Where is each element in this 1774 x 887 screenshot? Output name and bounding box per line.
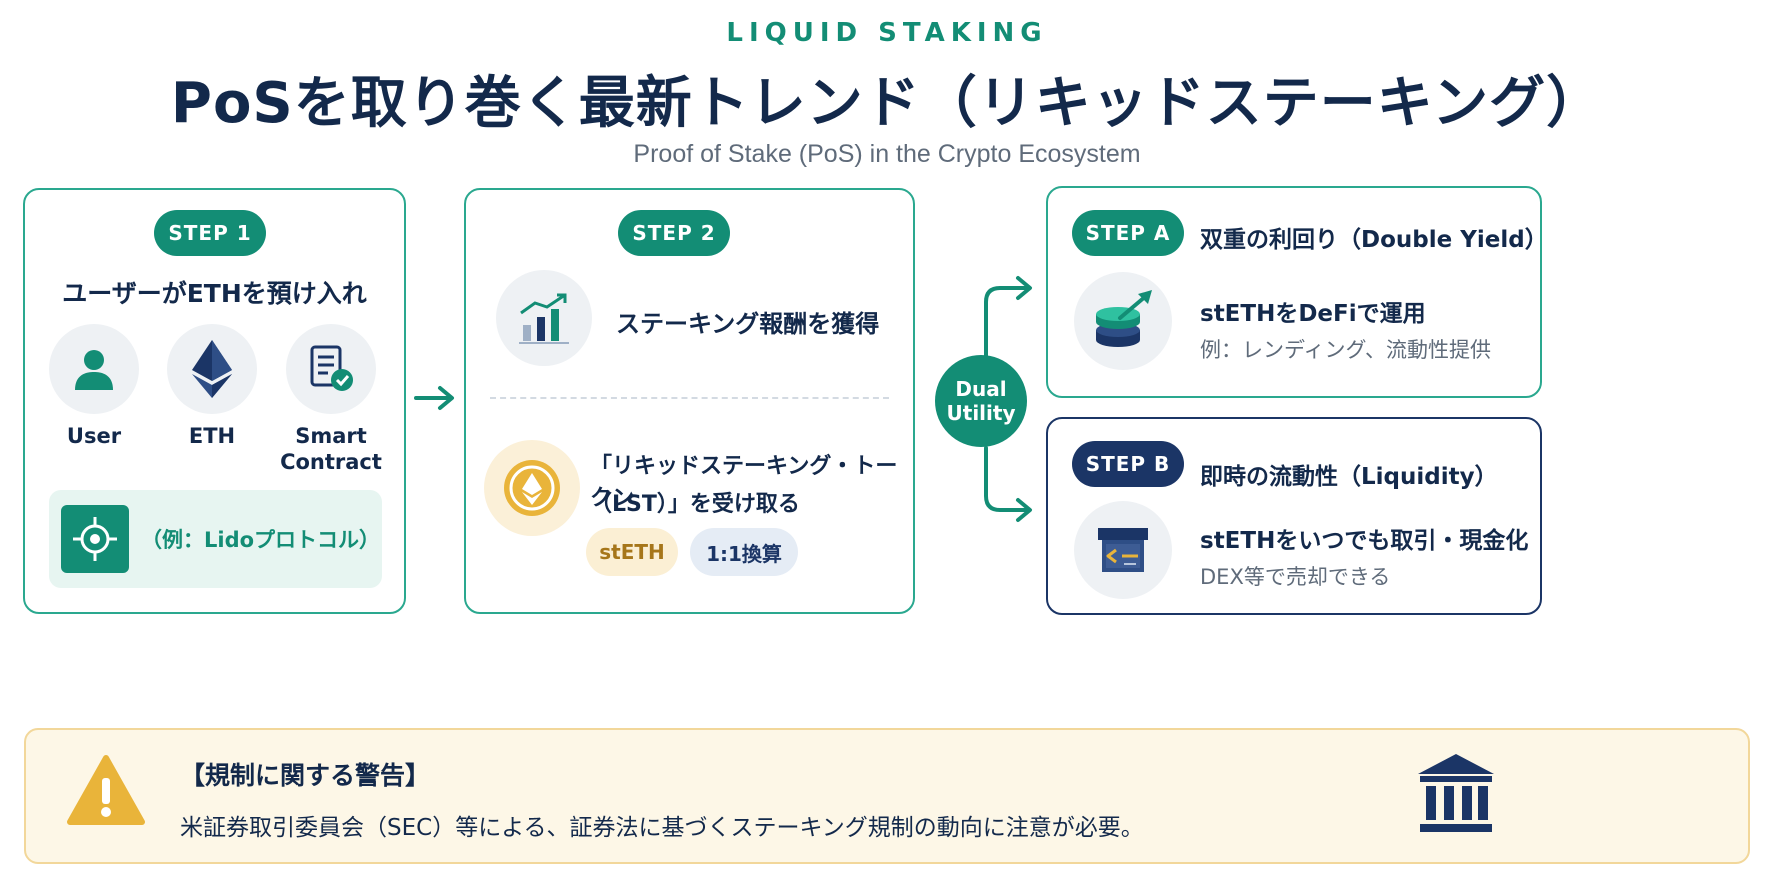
step1-badge: STEP 1 [154,210,266,256]
smart-contract-icon [310,345,353,391]
step1-heading: ユーザーがETHを預け入れ [62,279,367,308]
stepB-badge: STEP B [1072,441,1184,487]
eth-icon-circle [167,324,257,414]
stepB-title: 即時の流動性（Liquidity） [1200,464,1498,490]
arrow-right-icon [414,386,454,410]
user-icon-circle [49,324,139,414]
stepA-title: 双重の利回り（Double Yield） [1200,227,1548,253]
hub-line1: Dual [955,377,1007,401]
eth-label: ETH [188,424,236,448]
stepB-card: STEP B 即時の流動性（Liquidity） stETHをいつでも取引・現金… [1046,417,1542,615]
step1-card: STEP 1 ユーザーがETHを預け入れ User ETH Smart Cont… [23,188,406,614]
stepA-sub: 例：レンディング、流動性提供 [1200,338,1492,362]
stepA-main: stETHをDeFiで運用 [1200,301,1426,327]
reward-icon-circle [496,270,592,366]
growth-chart-icon [519,293,569,344]
ratio-chip: 1:1換算 [690,528,798,576]
warning-icon [67,755,145,825]
bank-icon [1418,754,1494,832]
steth-chip: stETH [586,528,678,576]
stepA-icon-circle [1074,272,1172,370]
coin-stack-growth-icon [1096,290,1152,347]
user-icon [75,350,113,390]
page-subtitle: Proof of Stake (PoS) in the Crypto Ecosy… [633,140,1141,168]
stepB-icon-circle [1074,501,1172,599]
lst-text-line2: （LST）」を受け取る [590,492,800,517]
step2-badge: STEP 2 [618,210,730,256]
smart-contract-label: Smart Contract [280,424,382,474]
hub-line2: Utility [946,401,1016,425]
regulatory-warning-box: 【規制に関する警告】 米証券取引委員会（SEC）等による、証券法に基づくステーキ… [24,728,1750,864]
ethereum-icon [192,340,232,398]
stepB-main: stETHをいつでも取引・現金化 [1200,528,1529,554]
lst-text-line1: 「リキッドステーキング・トークン [590,454,898,511]
page-title: PoSを取り巻く最新トレンド（リキッドステーキング） [170,71,1604,136]
target-icon [73,517,117,561]
step2-card: STEP 2 ステーキング報酬を獲得 「リキッドステーキング・トークン （LST… [464,188,915,614]
warning-title: 【規制に関する警告】 [180,761,431,790]
exchange-box-icon [1098,528,1148,572]
stepB-sub: DEX等で売却できる [1200,565,1391,589]
stepA-card: STEP A 双重の利回り（Double Yield） stETHをDeFiで運… [1046,186,1548,398]
eyebrow-label: LIQUID STAKING [726,18,1048,48]
reward-text: ステーキング報酬を獲得 [616,310,880,338]
dual-utility-hub: Dual Utility [935,355,1027,447]
step2-divider [490,397,889,399]
user-label: User [66,424,122,448]
protocol-box: （例：Lidoプロトコル） [49,490,382,588]
protocol-icon-tile [61,505,129,573]
branch-connector [984,276,1032,522]
stepA-badge: STEP A [1072,210,1184,256]
eth-coin-icon [504,460,560,516]
lst-icon-circle [484,440,580,536]
warning-body: 米証券取引委員会（SEC）等による、証券法に基づくステーキング規制の動向に注意が… [180,815,1144,841]
protocol-note: （例：Lidoプロトコル） [141,528,381,552]
contract-icon-circle [286,324,376,414]
